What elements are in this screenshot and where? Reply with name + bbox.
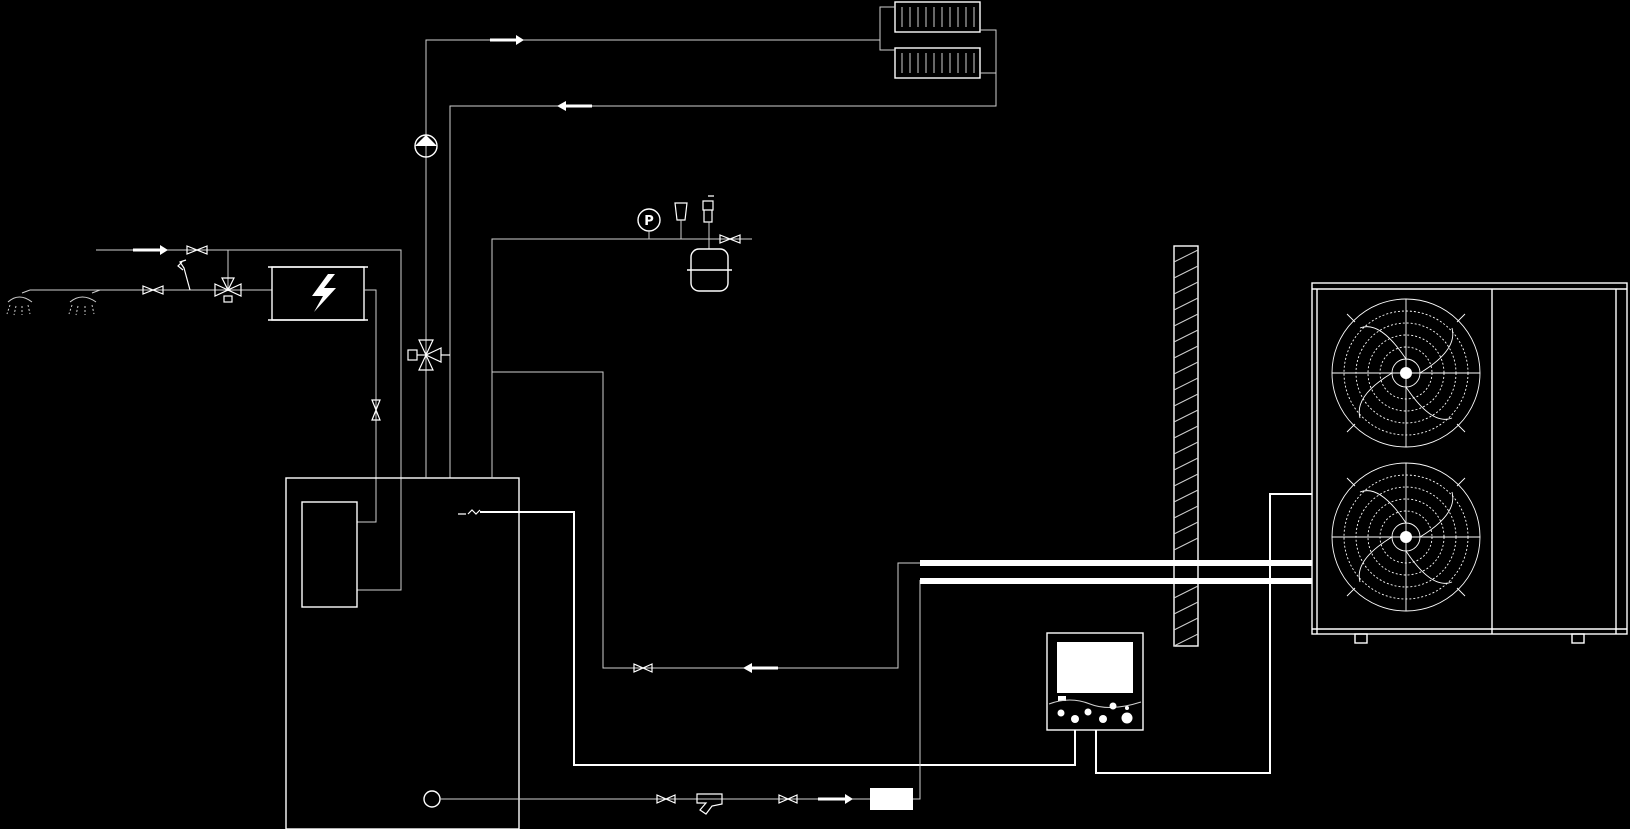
outdoor-unit — [1311, 282, 1628, 644]
radiator-icon — [894, 47, 981, 79]
isolation-valve-icon — [656, 794, 676, 804]
refrigerant-lines — [920, 560, 1312, 584]
expansion-vessel-icon — [687, 239, 732, 292]
flow-arrow-icon — [557, 101, 592, 111]
shower-head-icon — [6, 289, 33, 316]
safety-group-pipe — [491, 238, 752, 478]
three-way-valve-icon — [214, 277, 242, 303]
safety-valve-icon — [702, 195, 714, 239]
drain-pipe — [440, 580, 921, 800]
isolation-valve-icon — [371, 399, 381, 421]
sensor-cable — [480, 511, 1076, 766]
radiator-icon — [894, 1, 981, 33]
outdoor-unit-fan-icon — [1331, 462, 1481, 612]
isolation-valve-icon — [633, 663, 653, 673]
isolation-valve-icon — [778, 794, 798, 804]
shower-head-icon — [68, 289, 101, 316]
outdoor-unit-fan-icon — [1331, 298, 1481, 448]
buffer-return-pipe — [492, 371, 920, 669]
isolation-valve-icon — [719, 234, 741, 244]
flow-arrow-icon — [490, 35, 524, 45]
flow-arrow-icon — [133, 245, 168, 255]
pressure-gauge-label: P — [644, 214, 654, 229]
filter-icon — [696, 793, 723, 815]
controller-cable — [1095, 493, 1312, 774]
isolation-valve-icon — [142, 285, 164, 295]
isolation-valve-icon — [186, 245, 208, 255]
cold-water-inlet-pipe — [96, 249, 402, 591]
heater-to-tank-pipe — [357, 289, 377, 523]
pressure-gauge-icon: P — [637, 208, 661, 239]
controller-icon — [1046, 632, 1144, 731]
circulation-pump-icon — [414, 134, 438, 158]
indoor-tank-unit — [285, 477, 520, 829]
flow-arrow-icon — [818, 794, 853, 804]
water-meter-box — [870, 788, 913, 810]
wall-hatch-icon — [1173, 245, 1199, 647]
three-way-valve-icon — [407, 339, 450, 371]
safety-valve-icon — [177, 259, 191, 291]
electric-heater-icon — [268, 266, 368, 321]
temperature-sensor-icon — [458, 509, 481, 515]
radiator-return-header — [449, 29, 997, 478]
air-vent-icon — [674, 202, 688, 239]
flow-arrow-icon — [743, 663, 778, 673]
hot-water-distribution-pipe — [30, 250, 272, 291]
